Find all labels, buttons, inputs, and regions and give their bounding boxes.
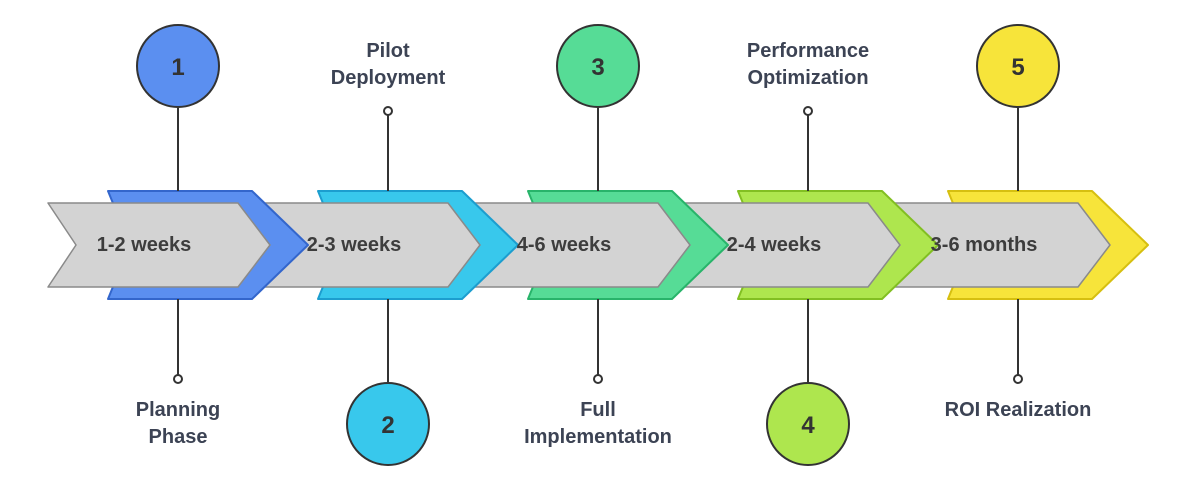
stage-duration-5: 3-6 months (930, 234, 1038, 256)
label-dot-5 (1013, 374, 1023, 384)
step-circle-2 (346, 382, 430, 466)
step-number-5: 5 (1011, 54, 1024, 81)
stage-duration-3: 4-6 weeks (516, 234, 612, 256)
label-dot-1 (173, 374, 183, 384)
step-number-1: 1 (171, 54, 184, 81)
stage-label-1: Planning Phase (135, 399, 221, 448)
step-number-4: 4 (801, 412, 815, 439)
step-circle-4 (766, 382, 850, 466)
stage-label-2: Pilot Deployment (330, 40, 446, 89)
stage-duration-1: 1-2 weeks (96, 234, 192, 256)
step-circle-1 (136, 24, 220, 108)
label-dot-3 (593, 374, 603, 384)
label-dot-4 (803, 106, 813, 116)
stage-label-3: Full Implementation (524, 399, 672, 448)
label-dot-2 (383, 106, 393, 116)
stage-label-4: Performance Optimization (746, 40, 870, 89)
stage-duration-4: 2-4 weeks (726, 234, 822, 256)
step-circle-3 (556, 24, 640, 108)
stage-label-5: ROI Realization (944, 399, 1092, 421)
stage-duration-2: 2-3 weeks (306, 234, 402, 256)
step-circle-5 (976, 24, 1060, 108)
arrow-segment-1 (47, 202, 271, 288)
step-number-3: 3 (591, 54, 604, 81)
step-number-2: 2 (381, 412, 394, 439)
